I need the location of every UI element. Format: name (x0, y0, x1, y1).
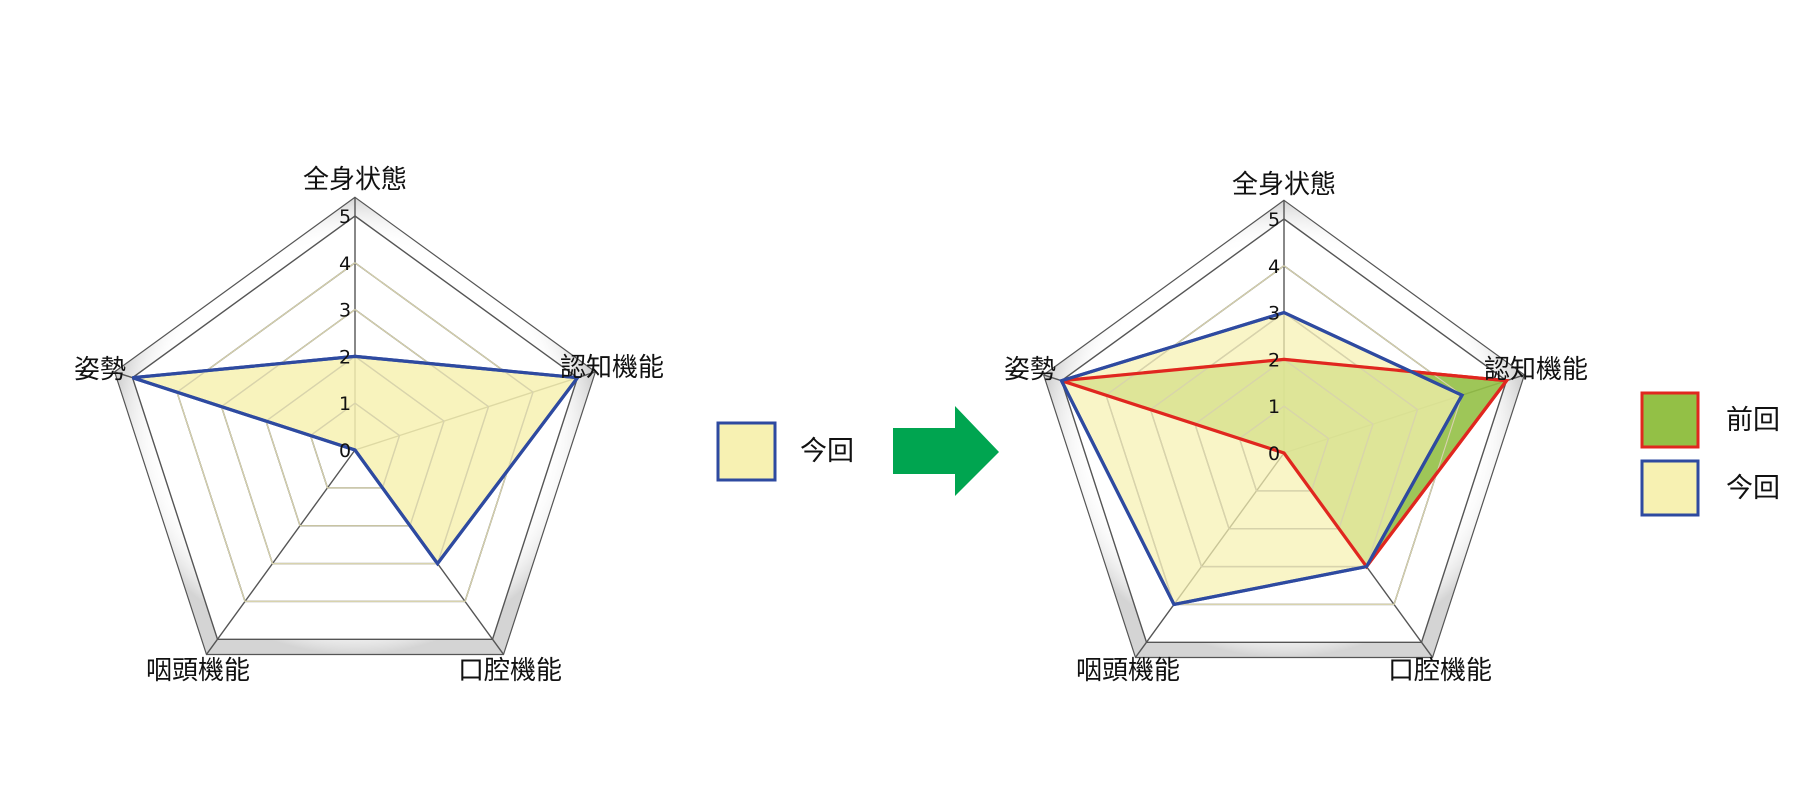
radar-inner-grid (1194, 358, 1374, 530)
legend-swatch-previous (1640, 391, 1700, 449)
radar-axis-label: 認知機能 (560, 353, 664, 383)
radar-inner-grid (265, 355, 445, 527)
radar-series-outline (132, 354, 581, 567)
legend-swatch-current (1640, 459, 1700, 517)
right-arrow-icon (893, 406, 999, 496)
radar-axis-label: 咽頭機能 (146, 656, 250, 686)
radar-tick-label: 4 (339, 253, 351, 275)
radar-tick-label: 2 (1268, 349, 1280, 371)
radar-inner-grid (1149, 311, 1419, 568)
radar-axis-label: 全身状態 (1232, 170, 1336, 200)
legend-swatch-current (716, 421, 777, 482)
radar-axis-label: 姿勢 (1004, 355, 1056, 385)
radar-tick-label: 3 (339, 300, 351, 322)
radar-axis-label: 認知機能 (1484, 355, 1588, 385)
radar-axis-label: 姿勢 (74, 355, 126, 385)
legend-comparison: 前回 今回 (1640, 391, 1780, 517)
radar-axis-label: 全身状態 (303, 165, 407, 195)
radar-tick-label: 3 (1268, 303, 1280, 325)
radar-tick-label: 1 (1268, 396, 1280, 418)
radar-tick-label: 0 (339, 440, 351, 462)
radar-tick-label: 0 (1268, 443, 1280, 465)
legend-label-current: 今回 (800, 436, 854, 467)
radar-inner-grid (220, 308, 490, 565)
radar-tick-label: 2 (339, 346, 351, 368)
legend-current: 今回 (716, 421, 854, 482)
legend-label-previous: 前回 (1726, 405, 1780, 436)
radar-tick-label: 5 (339, 206, 351, 228)
radar-tick-label: 1 (339, 393, 351, 415)
radar-inner-grid (309, 402, 401, 489)
radar-axis-label: 咽頭機能 (1076, 656, 1180, 686)
radar-axis-label: 口腔機能 (458, 656, 562, 686)
radar-inner-grid (1238, 405, 1330, 492)
legend-label-current: 今回 (1726, 473, 1780, 504)
radar-axis-label: 口腔機能 (1388, 656, 1492, 686)
radar-spoke (205, 449, 356, 655)
radar-series-outline (1059, 310, 1465, 607)
radar-tick-label: 5 (1268, 209, 1280, 231)
radar-series-outline (1061, 357, 1510, 570)
radar-tick-label: 4 (1268, 256, 1280, 278)
